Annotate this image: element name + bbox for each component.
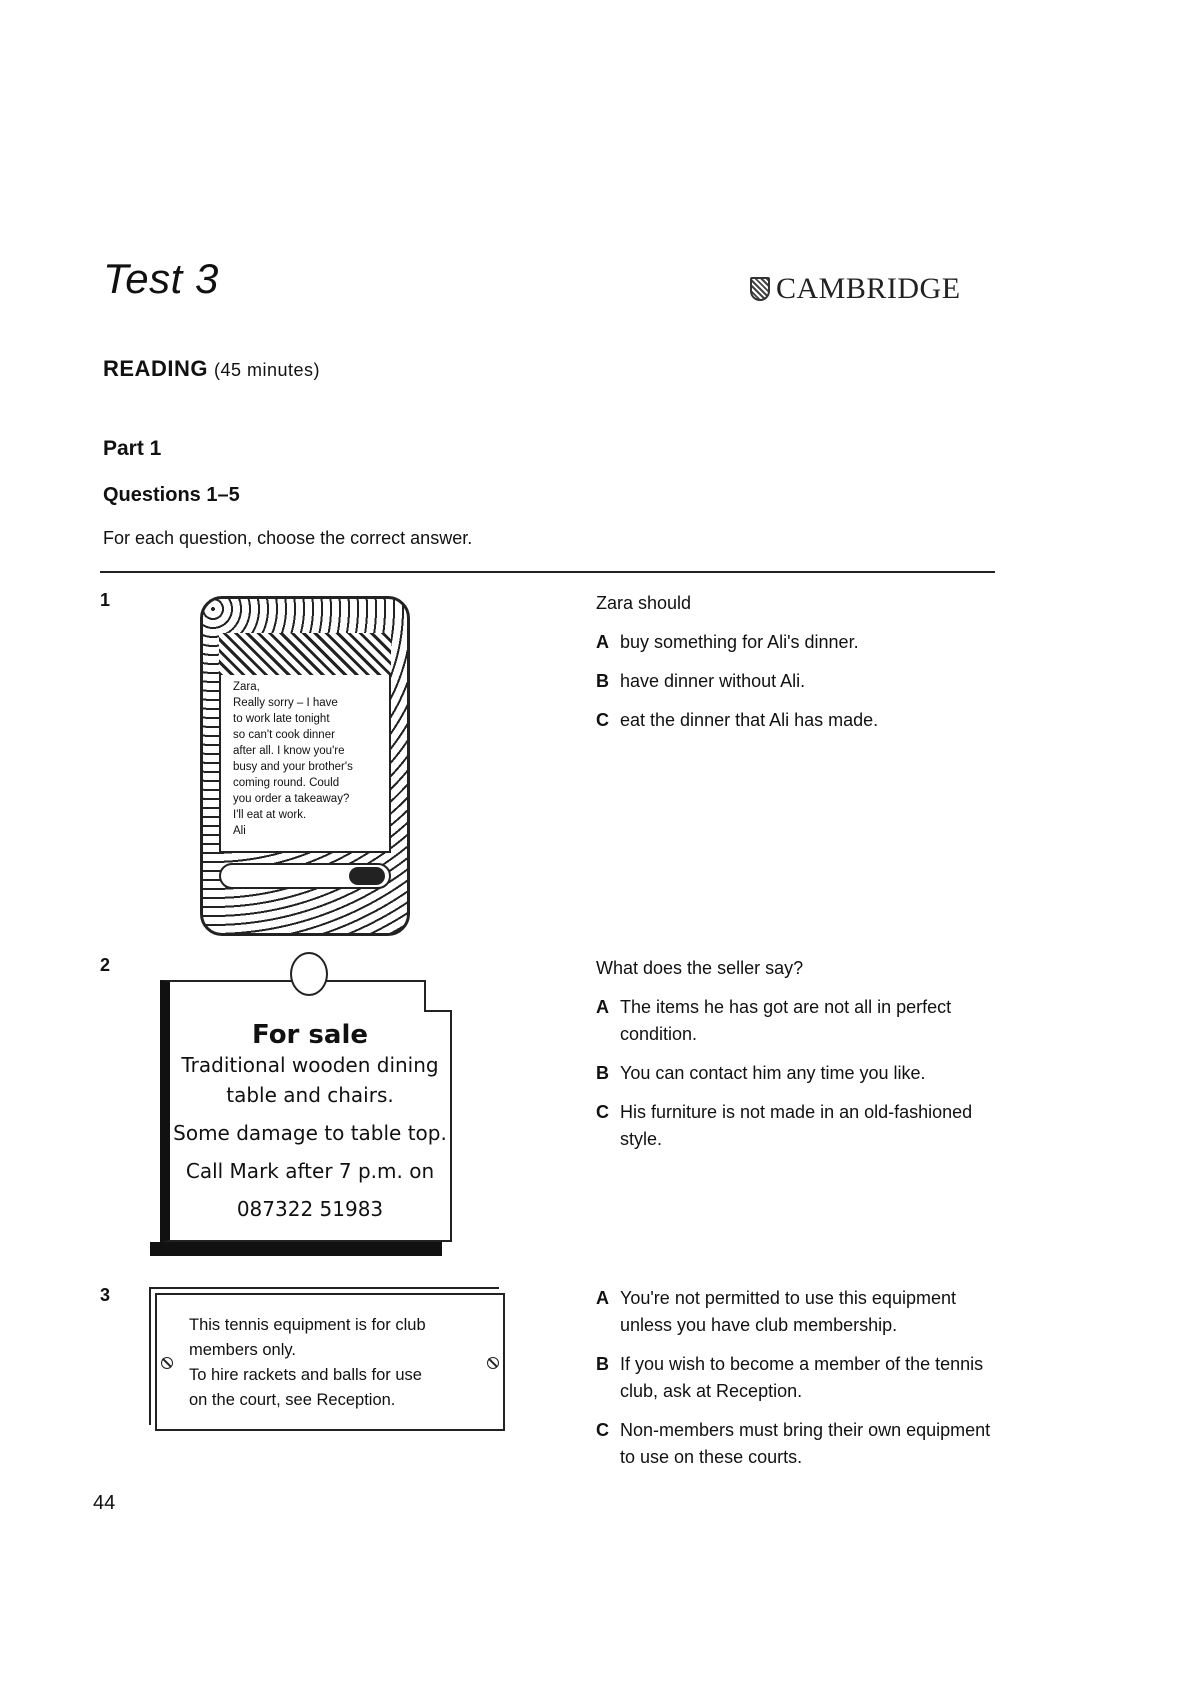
notice-line: Traditional wooden dining [181,1053,439,1077]
section-duration: (45 minutes) [213,360,320,380]
notice-line: Some damage to table top. [173,1121,447,1145]
pin-icon [290,952,328,996]
screw-icon [161,1357,173,1369]
divider [100,571,995,573]
section-heading: READING(45 minutes) [103,356,320,382]
notice-title: For sale [251,1020,368,1050]
section-name: READING [103,356,208,381]
part-heading: Part 1 [103,437,162,460]
question-number: 3 [100,1285,111,1305]
page-curl [424,980,452,1012]
brand-name: CAMBRIDGE [776,272,961,305]
notice-line: table and chairs. [226,1083,394,1107]
question-number: 1 [100,590,111,610]
question-stem: What does the seller say? [596,958,804,978]
sign-line: To hire rackets and balls for use [189,1366,422,1384]
sign-line: This tennis equipment is for club [189,1316,426,1334]
question-stem: Zara should [596,593,692,613]
phone-screen-header [219,633,391,675]
sign-line: on the court, see Reception. [189,1391,396,1409]
notice-line: Call Mark after 7 p.m. on [185,1159,435,1183]
tennis-sign: This tennis equipment is for club member… [155,1293,505,1431]
for-sale-notice: For sale Traditional wooden dining table… [160,952,452,1242]
shield-crest-icon [750,277,770,301]
phone-illustration: Zara, Really sorry – I have to work late… [200,596,410,936]
sign-line: members only. [189,1341,296,1359]
questions-range: Questions 1–5 [103,484,240,506]
page-number: 44 [93,1492,116,1514]
notice-shadow [150,1242,442,1256]
test-title: Test 3 [103,255,219,302]
cambridge-logo: CAMBRIDGE [750,272,961,306]
phone-buttons [219,863,391,889]
question-number: 2 [100,955,111,975]
instruction-text: For each question, choose the correct an… [103,528,473,548]
screw-icon [487,1357,499,1369]
text-message: Zara, Really sorry – I have to work late… [233,681,353,837]
notice-phone-number: 087322 51983 [236,1197,384,1221]
